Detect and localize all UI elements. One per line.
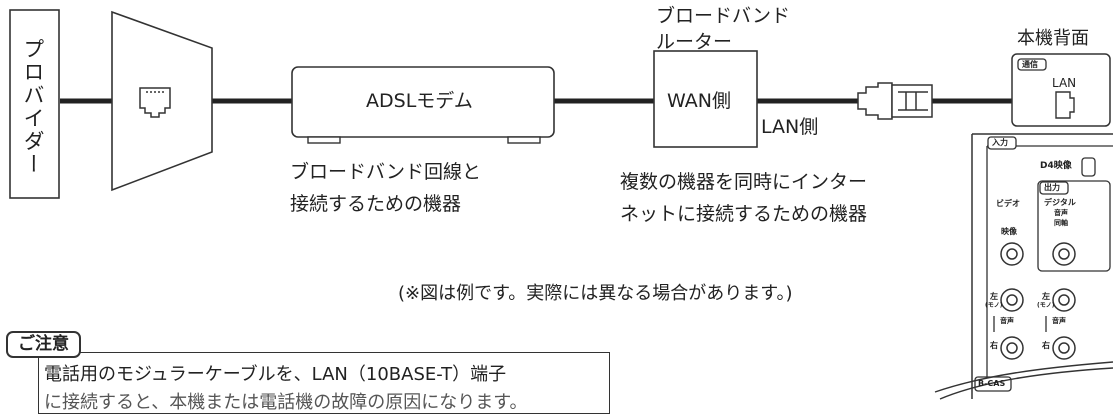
footnote: (※図は例です。実際には異なる場合があります。): [398, 283, 793, 304]
modem-caption-line1: ブロードバンド回線と: [290, 161, 481, 183]
input-tag: 入力: [992, 138, 1008, 147]
modem-box: [291, 66, 555, 138]
lan-side-label: LAN側: [761, 116, 819, 138]
diagram-stage: プロバイダー ADSLモデム ブロードバンド回線と 接続するための機器 ブロード…: [6, 5, 1113, 414]
audio-out-label: 音声: [1052, 317, 1066, 325]
right-label: 右: [990, 341, 998, 350]
notice-line2: に接続すると、本機または電話機の故障の原因になります。: [44, 392, 528, 413]
video-sub-label: 映像: [1001, 227, 1017, 236]
provider-label: プロバイダー: [21, 38, 45, 176]
device-title: 本機背面: [1017, 28, 1089, 49]
device-main-panel: [971, 133, 1113, 399]
audio-label: 音声: [1000, 317, 1014, 325]
router-caption-line2: ネットに接続するための機器: [620, 203, 868, 225]
right-out-label: 右: [1042, 341, 1050, 350]
digital-sub1: 音声: [1054, 209, 1068, 217]
d4-port-icon: [1081, 157, 1096, 177]
output-panel: [1037, 180, 1111, 272]
router-caption-line1: 複数の機器を同時にインター: [620, 171, 868, 193]
comm-tag: 通信: [1022, 60, 1038, 69]
lan-port-icon: [1055, 91, 1075, 119]
notice-line1: 電話用のモジュラーケーブルを、LAN（10BASE-T）端子: [44, 364, 507, 385]
connection-diagram: [9, 9, 1113, 400]
splitter-box: [111, 10, 213, 192]
wan-label: WAN側: [667, 90, 731, 112]
provider-box: [9, 9, 60, 199]
bcas-label: B-CAS: [978, 379, 1006, 388]
input-tag-frame: [987, 136, 1017, 150]
lan-plug-icon: [857, 82, 933, 120]
digital-label: デジタル: [1044, 198, 1076, 207]
comm-panel: [1011, 53, 1111, 127]
left-label: 左: [990, 292, 998, 301]
mono-out-label: (モノ): [1037, 302, 1055, 309]
mono-label: (モノ): [985, 302, 1003, 309]
modem-label: ADSLモデム: [366, 90, 473, 112]
lan-port-label: LAN: [1052, 76, 1077, 90]
output-tag-frame: [1039, 181, 1069, 195]
router-title-line1: ブロードバンド: [656, 5, 790, 27]
notice-title: ご注意: [6, 331, 81, 358]
modem-caption-line2: 接続するための機器: [290, 193, 462, 215]
video-label: ビデオ: [996, 199, 1020, 208]
router-title-line2: ルーター: [656, 31, 733, 53]
modem-foot-right: [507, 136, 541, 144]
left-out-label: 左: [1042, 292, 1050, 301]
output-tag: 出力: [1044, 183, 1060, 192]
router-box: [653, 50, 758, 148]
comm-tag-frame: [1017, 58, 1047, 71]
d4-label: D4映像: [1040, 161, 1072, 171]
panel-cut-line: [939, 367, 1113, 400]
modem-foot-left: [307, 136, 341, 144]
digital-sub2: 同軸: [1054, 219, 1068, 227]
panel-cut-line-2: [934, 361, 1113, 393]
modular-jack-icon: [139, 87, 171, 118]
